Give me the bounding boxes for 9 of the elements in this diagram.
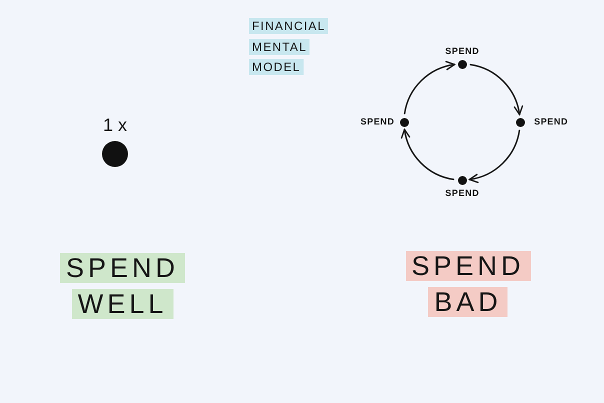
dot-label: 1x: [102, 116, 132, 134]
curved-arrow: [470, 64, 523, 116]
dot-label: SPEND: [444, 46, 480, 56]
curved-arrow: [468, 130, 520, 183]
curved-arrow: [404, 61, 456, 114]
dot-label: SPEND: [534, 118, 568, 126]
dot-label: SPEND: [360, 118, 394, 126]
curved-arrow: [401, 128, 454, 180]
dot-label: SPEND: [444, 188, 480, 198]
